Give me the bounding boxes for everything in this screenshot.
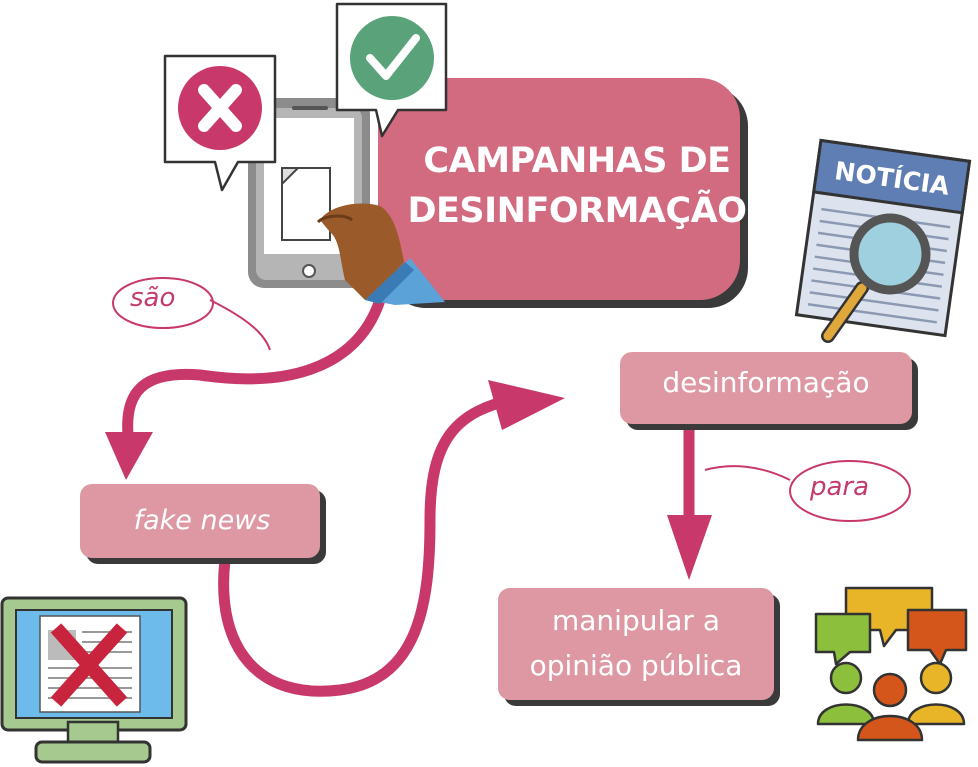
- connector-sao: são: [130, 283, 176, 313]
- hand-icon: [316, 203, 445, 305]
- node-manipular: [498, 588, 780, 706]
- title-line-2: DESINFORMAÇÃO: [407, 191, 747, 231]
- x-icon: [198, 84, 242, 132]
- manipular-line-1: manipular a: [552, 604, 720, 637]
- title-box: [378, 78, 748, 308]
- x-mark-icon: [50, 623, 128, 707]
- monitor-icon: [0, 596, 188, 764]
- crowd-icon: [814, 586, 968, 742]
- desinformacao-label: desinformação: [662, 366, 870, 399]
- magnifier-icon: [821, 213, 931, 343]
- title: CAMPANHAS DE DESINFORMAÇÃO: [402, 136, 752, 236]
- connector-para: para: [810, 472, 870, 502]
- fake-news-label: fake news: [133, 505, 271, 536]
- node-desinformacao: [620, 352, 918, 430]
- manipular-label: manipular a opinião pública: [500, 598, 772, 688]
- check-icon: [366, 34, 420, 80]
- connector-sao-loop: [112, 277, 271, 351]
- arrow-para: [667, 425, 712, 580]
- check-bubble: [335, 2, 448, 138]
- connector-para-loop: [704, 460, 911, 522]
- node-fake-news: [80, 484, 326, 564]
- manipular-line-2: opinião pública: [529, 649, 743, 682]
- arrow-fake-to-desinf: [218, 380, 565, 697]
- title-line-1: CAMPANHAS DE: [423, 141, 731, 181]
- x-bubble: [163, 54, 277, 192]
- arrow-sao: [105, 294, 386, 480]
